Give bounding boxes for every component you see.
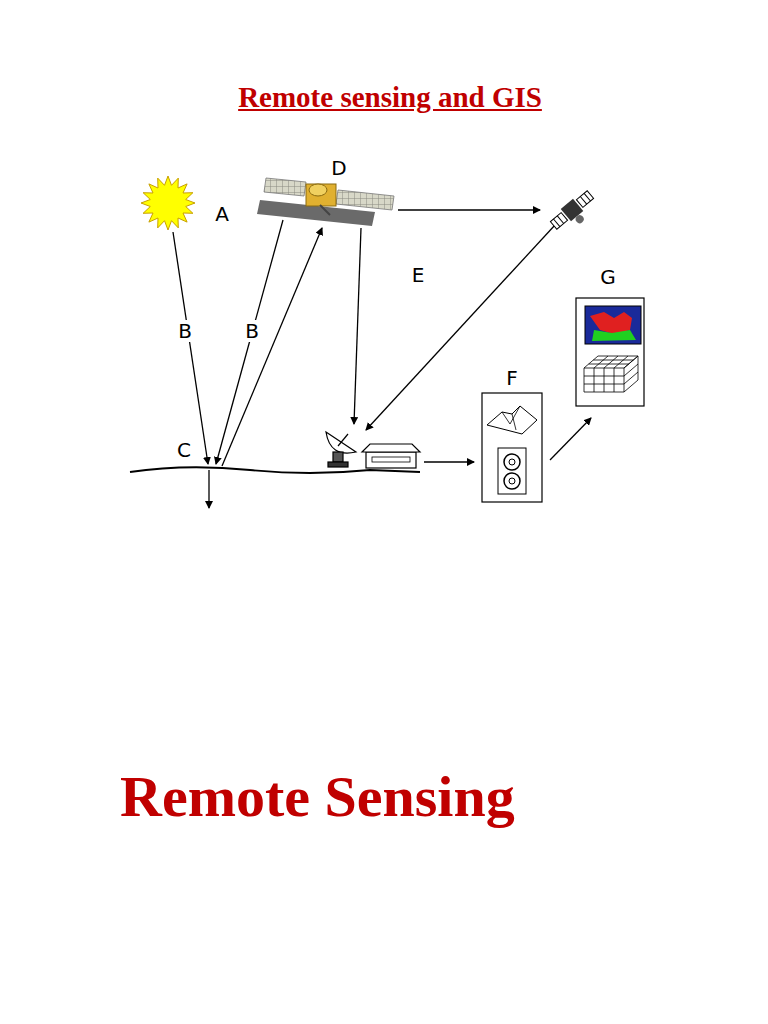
callout-letter: G [598, 266, 618, 288]
page-title: Remote sensing and GIS [238, 80, 542, 114]
callout-letter: E [410, 264, 427, 286]
radar-arrow [216, 220, 283, 464]
transmitted-arrow [208, 470, 209, 508]
downlink-arrow [354, 228, 361, 424]
radiation-arrow [173, 232, 208, 464]
relay-arrow [398, 209, 540, 210]
relay-satellite [548, 188, 600, 237]
sun [141, 176, 195, 230]
callout-letter: D [329, 157, 348, 179]
reflected-arrow [222, 228, 322, 466]
callout-letter: B [176, 320, 194, 342]
callout-letter: A [213, 203, 231, 225]
application-box [576, 298, 644, 406]
callout-letter: C [175, 439, 193, 461]
section-heading: Remote Sensing [120, 764, 515, 830]
callout-letter: B [243, 320, 261, 342]
satellite [257, 178, 394, 226]
output-arrow [550, 418, 591, 460]
receiving-dish [326, 432, 356, 467]
processing-box [482, 393, 542, 502]
callout-letter: F [504, 367, 520, 389]
ground-station [362, 444, 420, 468]
data-arrow [424, 461, 474, 462]
